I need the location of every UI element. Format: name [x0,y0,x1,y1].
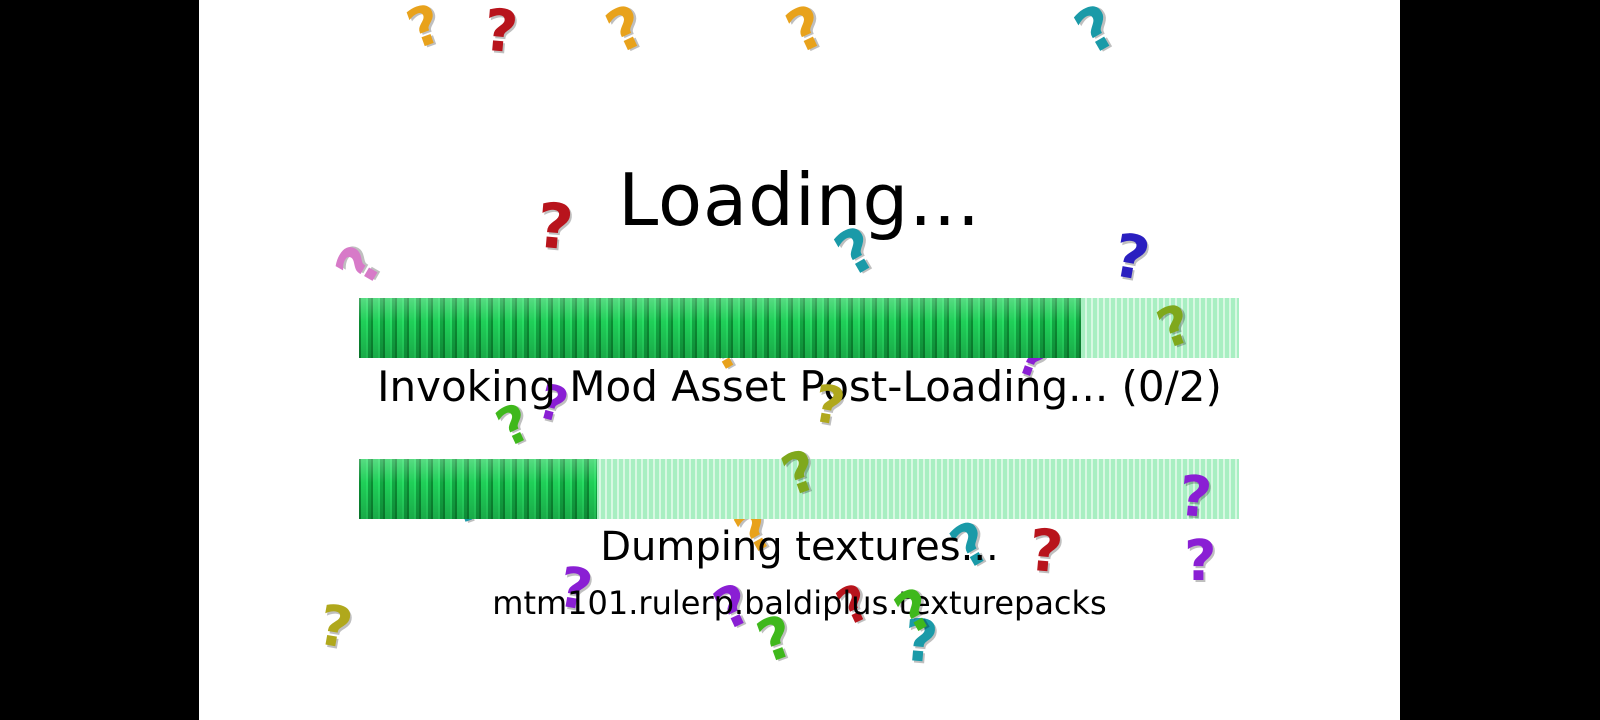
texture-dump-progress-bar [359,459,1239,519]
loading-title: Loading... [618,158,981,242]
mod-loading-progress-bar [359,298,1239,358]
mod-loading-status: Invoking Mod Asset Post-Loading... (0/2) [377,362,1222,411]
question-mark-icon: ? [776,0,836,67]
letterbox-right [1400,0,1600,720]
mod-loading-progress-fill [359,298,1081,358]
question-mark-icon: ? [481,0,521,67]
question-mark-icon: ? [323,235,397,297]
question-mark-icon: ? [1184,529,1217,594]
question-mark-icon: ? [1063,0,1129,70]
loading-screen: ?????????????????????????????? Loading..… [199,0,1400,720]
question-mark-icon: ? [1026,515,1066,587]
texture-dump-status: Dumping textures... [600,524,999,570]
texture-dump-progress-fill [359,459,597,519]
question-mark-icon: ? [596,0,656,67]
question-mark-icon: ? [399,0,450,62]
letterbox-left [0,0,199,720]
current-item-label: mtm101.rulerp.baldiplus.texturepacks [492,584,1107,622]
question-mark-icon: ? [1176,463,1215,532]
